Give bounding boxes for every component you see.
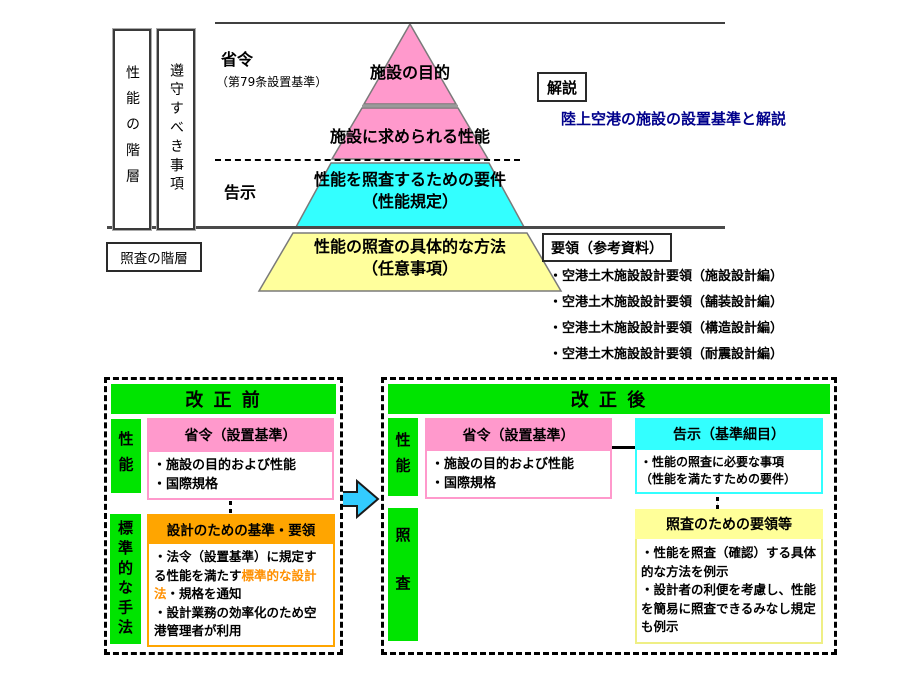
after-review-row-label: 照査	[388, 508, 418, 641]
before-design-panel-header-text: 設計のための基準・要領	[166, 523, 316, 539]
after-revision-box: 改 正 後 性能 照査 省令（設置基準） ・施設の目的および性能 ・国際規格 告…	[381, 377, 837, 655]
pyramid-level3-line2: （性能規定）	[361, 192, 458, 211]
after-ministry-panel-header: 省令（設置基準）	[425, 418, 612, 451]
after-review-item-2: ・設計者の利便を考慮し、性能を簡易に照査できるみなし規定も例示	[641, 582, 817, 634]
after-ministry-panel-body: ・施設の目的および性能 ・国際規格	[425, 451, 612, 499]
compliance-items-axis: 遵守すべき事項	[157, 29, 195, 230]
before-design-item-1: ・法令（設置基準）に規定する性能を満たす標準的な設計法・規格を通知	[154, 548, 328, 604]
after-notice-panel-header: 告示（基準細目）	[635, 418, 823, 450]
commentary-box: 解説	[537, 72, 587, 102]
after-review-panel-header: 照査のための要領等	[635, 509, 823, 539]
before-ministry-panel-header-text: 省令（設置基準）	[184, 428, 297, 444]
guideline-label: 要領（参考資料）	[551, 240, 663, 257]
commentary-title: 陸上空港の施設の設置基準と解説	[561, 110, 787, 128]
after-ministry-item: ・国際規格	[431, 476, 497, 491]
pyramid-level4-label: 性能の照査の具体的な方法 （任意事項）	[270, 236, 550, 280]
top-rule-line	[215, 22, 725, 24]
before-design-panel-body: ・法令（設置基準）に規定する性能を満たす標準的な設計法・規格を通知 ・設計業務の…	[147, 544, 335, 647]
before-performance-row-label: 性能	[111, 419, 141, 493]
before-ministry-panel-body: ・施設の目的および性能 ・国際規格	[147, 452, 334, 500]
after-review-panel-header-text: 照査のための要領等	[666, 517, 792, 533]
pyramid-level4-shape	[257, 232, 563, 292]
after-connector-dotted-line	[716, 497, 719, 509]
guideline-list: ・空港土木施設設計要領（施設設計編） ・空港土木施設設計要領（舗装設計編） ・空…	[549, 264, 783, 368]
after-notice-line2: （性能を満たすための要件）	[640, 472, 797, 486]
compliance-items-axis-label: 遵守すべき事項	[168, 63, 184, 196]
commentary-label: 解説	[546, 78, 577, 97]
before-connector-dotted-line	[229, 501, 232, 513]
before-standard-method-row-text: 標準的な手法	[116, 519, 134, 639]
before-ministry-panel: 省令（設置基準） ・施設の目的および性能 ・国際規格	[147, 418, 334, 500]
after-notice-line1: ・性能の照査に必要な事項	[640, 455, 785, 469]
after-ministry-panel: 省令（設置基準） ・施設の目的および性能 ・国際規格	[425, 418, 612, 499]
after-ministry-panel-header-text: 省令（設置基準）	[462, 427, 575, 444]
before-standard-method-row-label: 標準的な手法	[110, 514, 141, 644]
before-design-panel-header: 設計のための基準・要領	[147, 514, 335, 544]
pyramid-level4-line2: （任意事項）	[361, 259, 458, 278]
after-revision-title-label: 改 正 後	[570, 390, 648, 411]
after-performance-row-text: 性能	[393, 431, 412, 483]
after-notice-panel-header-text: 告示（基準細目）	[673, 427, 785, 443]
guideline-item: ・空港土木施設設計要領（構造設計編）	[549, 321, 784, 336]
pyramid-level3-line1: 性能を照査するための要件	[313, 170, 506, 189]
guideline-item: ・空港土木施設設計要領（舗装設計編）	[549, 295, 784, 310]
after-notice-panel: 告示（基準細目） ・性能の照査に必要な事項 （性能を満たすための要件）	[635, 418, 823, 494]
before-revision-title: 改 正 前	[111, 384, 336, 414]
guideline-item: ・空港土木施設設計要領（耐震設計編）	[549, 347, 784, 362]
before-performance-row-text: 性能	[116, 430, 135, 482]
after-review-panel-body: ・性能を照査（確認）する具体的な方法を例示 ・設計者の利便を考慮し、性能を簡易に…	[635, 539, 823, 644]
before-design-item-1-pre: ・法令（設置基準）に規定する性能を満たす	[154, 549, 317, 583]
transition-arrow-icon	[339, 478, 380, 520]
before-revision-title-label: 改 正 前	[185, 390, 262, 411]
before-design-panel: 設計のための基準・要領 ・法令（設置基準）に規定する性能を満たす標準的な設計法・…	[147, 514, 335, 647]
pyramid-level1-shape	[362, 22, 458, 105]
after-pink-cyan-connector-line	[612, 446, 638, 449]
performance-hierarchy-axis-label: 性能の階層	[124, 64, 140, 195]
performance-boundary-dashed-line	[215, 159, 520, 161]
before-ministry-item: ・施設の目的および性能	[153, 458, 297, 473]
before-design-item-1-highlight: 標準的な設計法	[154, 567, 317, 602]
before-revision-box: 改 正 前 性能 省令（設置基準） ・施設の目的および性能 ・国際規格 標準的な…	[104, 377, 343, 655]
after-review-item-1: ・性能を照査（確認）する具体的な方法を例示	[641, 545, 817, 579]
before-design-item-2: ・設計業務の効率化のため空港管理者が利用	[154, 604, 317, 639]
ministry-ordinance-note: （第79条設置基準）	[216, 75, 328, 89]
guideline-item: ・空港土木施設設計要領（施設設計編）	[549, 269, 784, 284]
pyramid-level3-label: 性能を照査するための要件 （性能規定）	[280, 169, 540, 213]
review-hierarchy-box: 照査の階層	[106, 242, 202, 272]
before-ministry-item: ・国際規格	[153, 477, 219, 492]
ministry-ordinance-label: 省令	[221, 50, 254, 69]
public-notice-label: 告示	[224, 183, 257, 202]
review-hierarchy-label: 照査の階層	[120, 251, 188, 267]
before-ministry-panel-header: 省令（設置基準）	[147, 418, 334, 452]
after-performance-row-label: 性能	[388, 418, 418, 496]
after-review-panel: 照査のための要領等 ・性能を照査（確認）する具体的な方法を例示 ・設計者の利便を…	[635, 509, 823, 644]
guideline-box: 要領（参考資料）	[542, 233, 672, 262]
after-ministry-item: ・施設の目的および性能	[431, 457, 575, 472]
after-review-row-text: 照査	[393, 526, 412, 623]
base-rule-line	[107, 226, 725, 229]
after-revision-title: 改 正 後	[388, 384, 830, 414]
performance-hierarchy-axis: 性能の階層	[113, 29, 151, 230]
pyramid-level4-line1: 性能の照査の具体的な方法	[313, 237, 506, 256]
pyramid-level1-label: 施設の目的	[369, 63, 450, 82]
after-notice-panel-body: ・性能の照査に必要な事項 （性能を満たすための要件）	[635, 450, 823, 494]
pyramid-level2-label: 施設に求められる性能	[329, 127, 490, 146]
before-design-item-1-post: ・規格を通知	[166, 586, 242, 601]
